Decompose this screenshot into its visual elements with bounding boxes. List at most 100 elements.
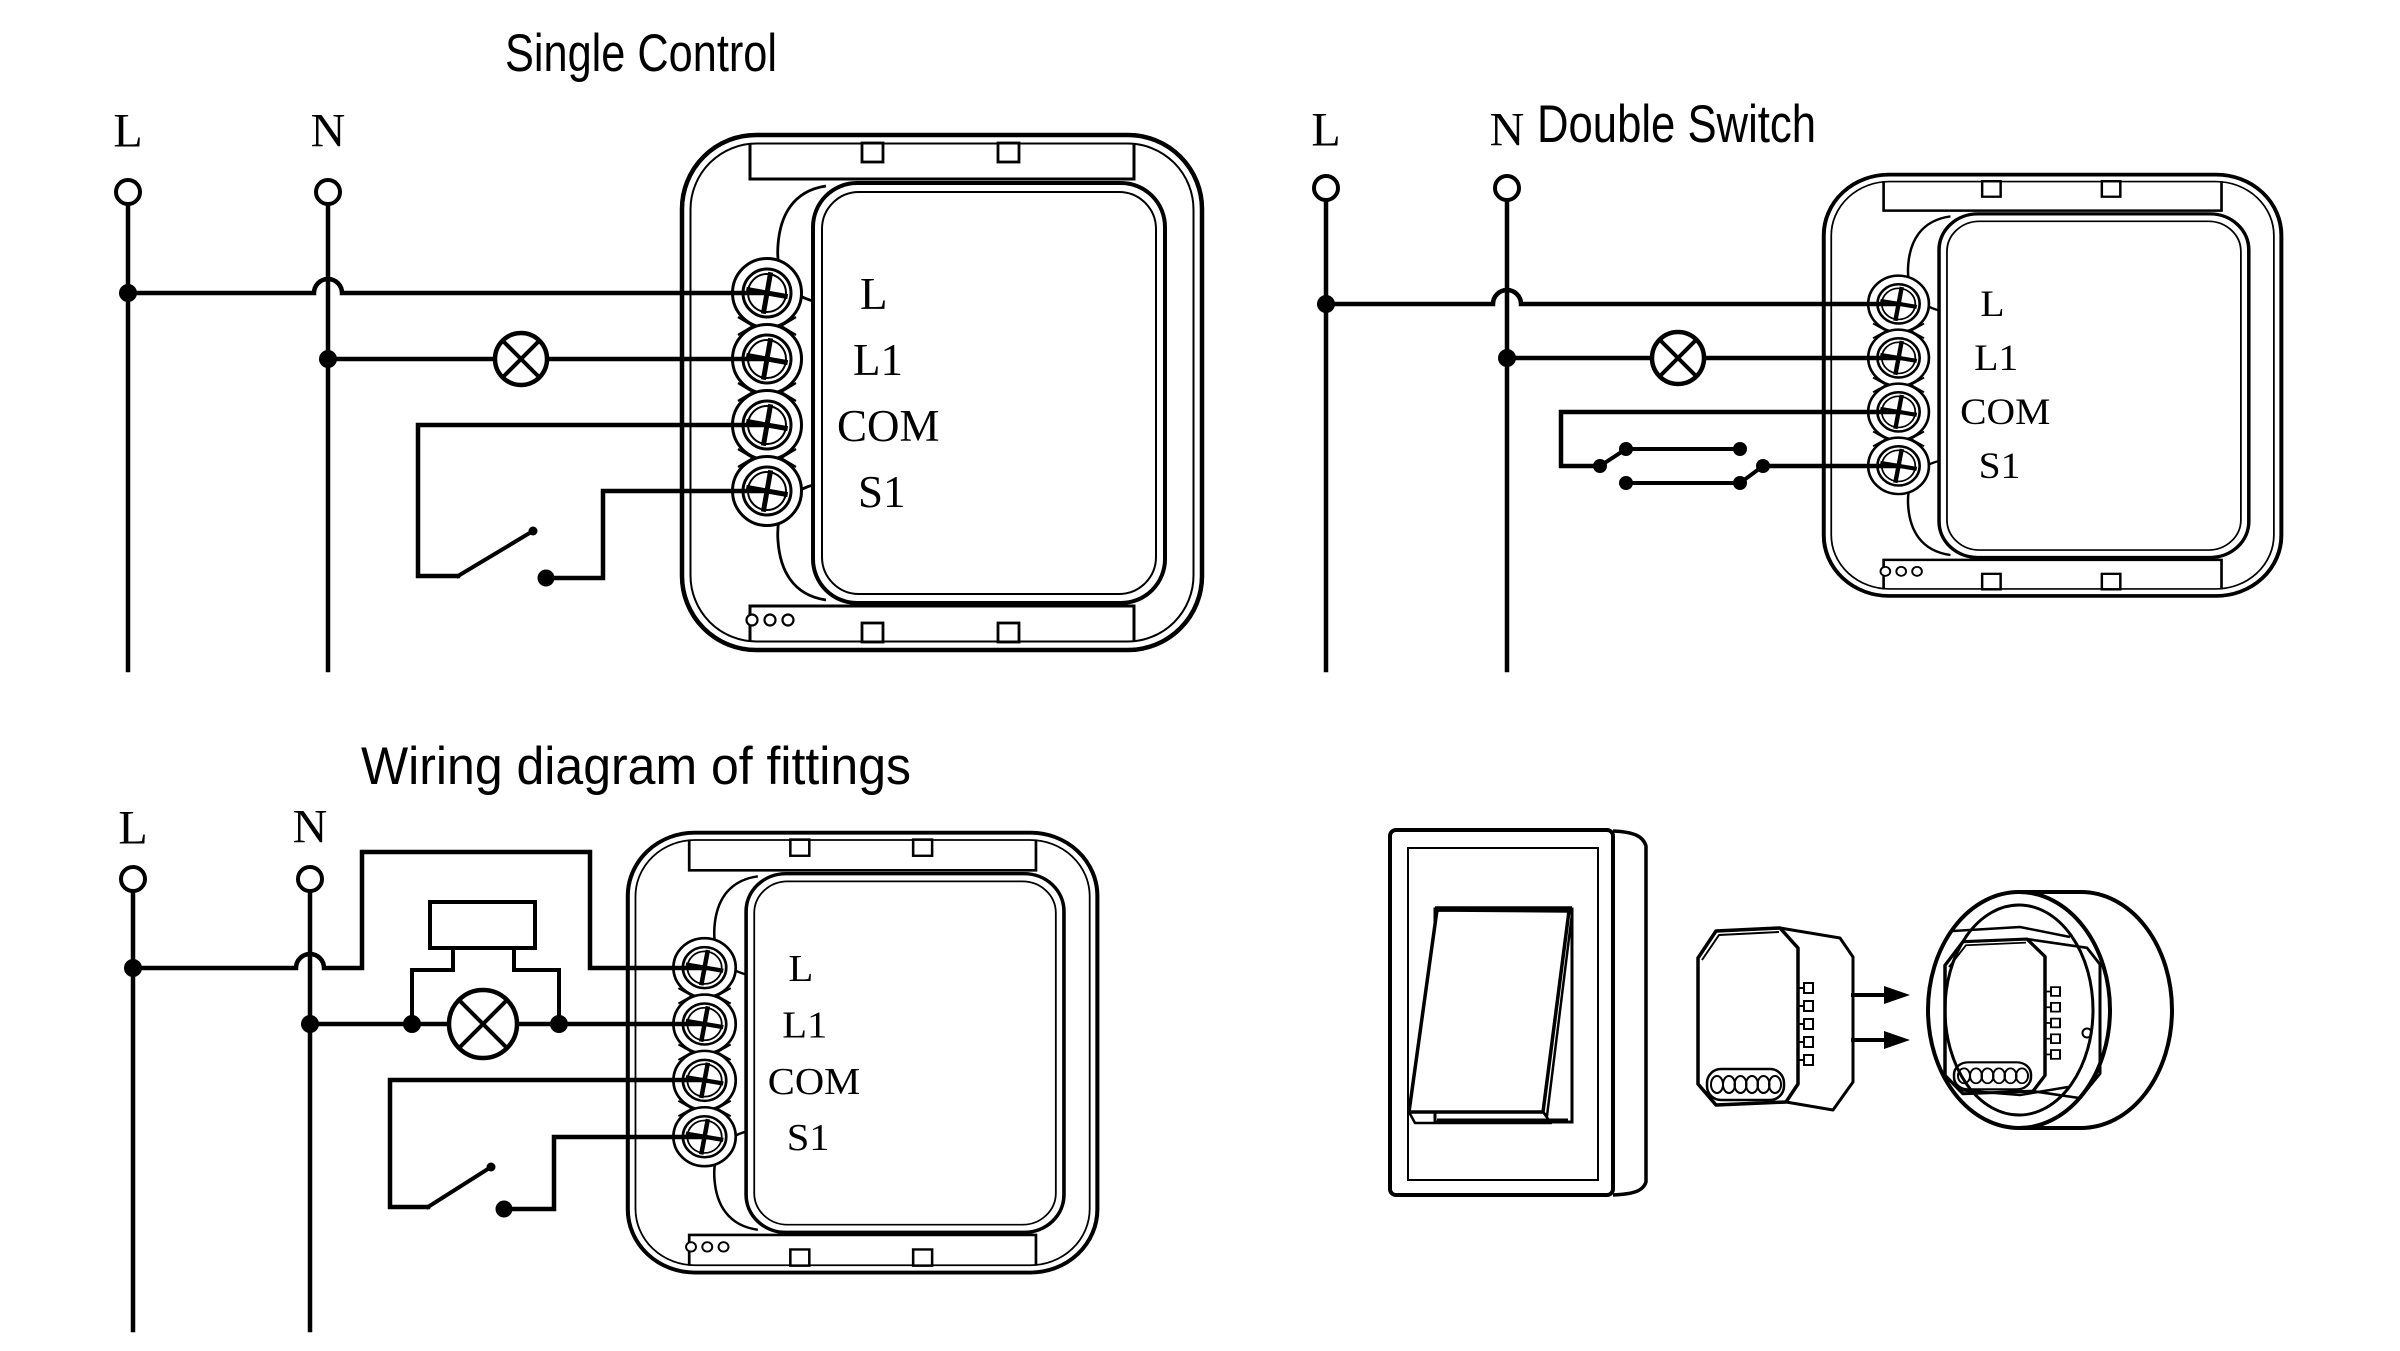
clip-tab — [1803, 982, 1814, 994]
module-outline — [1908, 322, 1925, 340]
module-outline — [737, 448, 756, 468]
label-text: L — [860, 269, 888, 319]
module-outline — [687, 1233, 1038, 1266]
wire — [387, 1077, 708, 1210]
label-text: L1 — [853, 335, 903, 385]
fitting-lead — [512, 946, 561, 1026]
module-outline — [677, 1100, 694, 1118]
module-outline — [677, 1043, 694, 1061]
module-outline — [778, 382, 797, 402]
terminal-block — [1952, 1061, 2033, 1091]
diagram-title: Double Switch — [1537, 95, 1816, 154]
lamp-cross — [499, 337, 543, 381]
label-text: L — [113, 105, 142, 158]
module-outline — [715, 987, 732, 1005]
wire — [1323, 287, 1902, 307]
label-text: S1 — [1979, 446, 2021, 486]
module-outline — [715, 1043, 732, 1061]
module-shell — [679, 132, 1205, 653]
mounting-tab — [2100, 180, 2122, 198]
lamp-cross — [456, 997, 510, 1051]
label-text: L — [789, 947, 814, 990]
switch-contact-dot — [495, 1200, 513, 1218]
illustration-line — [2019, 890, 2174, 1130]
led-indicator — [685, 1241, 697, 1253]
illustration-line — [1701, 931, 1780, 961]
mounting-tab — [860, 141, 885, 164]
switch-plate-bevel — [1407, 847, 1599, 1181]
clip-tab — [1803, 1054, 1814, 1066]
wall-switch-icon — [1388, 828, 1648, 1197]
lamp-circle-x-icon — [446, 987, 520, 1061]
junction-dot — [403, 1015, 421, 1033]
terminal-hole — [1768, 1075, 1782, 1094]
rocker-button — [1406, 908, 1571, 1114]
supply-terminal-circle — [314, 178, 342, 206]
label-text: COM — [837, 401, 940, 451]
label-text: N — [1490, 104, 1525, 157]
label-text: L1 — [1974, 338, 2018, 378]
illustration-line — [1696, 926, 1800, 1107]
module-outline — [1908, 376, 1925, 393]
junction-dot — [1498, 349, 1516, 367]
clip-tab — [2050, 1049, 2061, 1060]
clip-tab — [2050, 1002, 2061, 1013]
wire — [1558, 409, 1902, 469]
round-mounting-box-icon — [1926, 890, 2174, 1130]
module-in-box — [1943, 937, 2102, 1100]
mounting-tab — [789, 1248, 811, 1267]
mounting-tab — [996, 621, 1021, 644]
terminal-hole — [1733, 1075, 1748, 1094]
label-text: L — [118, 802, 147, 855]
led-indicator — [701, 1241, 714, 1253]
terminal-hole — [1756, 1075, 1771, 1094]
label-text: L — [1980, 284, 2004, 324]
junction-dot — [301, 1015, 319, 1033]
label-text: L — [1311, 104, 1340, 157]
module-outline — [715, 1100, 732, 1118]
module-outline — [677, 987, 694, 1005]
switch-contact-dot — [1756, 459, 1770, 473]
wire — [543, 488, 770, 581]
illustration-line — [1779, 926, 1855, 1112]
module-outline — [1872, 322, 1889, 340]
module-outline — [1882, 558, 2223, 590]
supply-terminal-circle — [114, 178, 142, 206]
arrow-head — [1884, 1031, 1910, 1049]
module-outline — [737, 316, 756, 336]
switch-blade-icon — [455, 528, 536, 579]
module-shell-inner — [689, 142, 1195, 643]
installation-illustration — [1388, 828, 2174, 1197]
module-outline — [1908, 430, 1925, 447]
module-outline — [778, 448, 797, 468]
module-shell-inner — [1830, 180, 2275, 590]
wire — [415, 422, 770, 579]
mounting-tab — [911, 1248, 934, 1267]
switch-contact-dot — [486, 1162, 496, 1172]
module-outline — [778, 316, 797, 336]
mounting-tab — [1980, 572, 2002, 591]
terminal-block — [1705, 1067, 1786, 1102]
terminal-hole — [1710, 1075, 1724, 1094]
module-body — [744, 871, 1066, 1235]
module-outline — [1872, 376, 1889, 393]
mounting-tab — [996, 141, 1021, 164]
supply-terminal-circle — [119, 865, 147, 893]
switch-contact-dot — [528, 526, 538, 536]
clip-tab — [2050, 986, 2061, 997]
module-body-inner — [753, 880, 1057, 1226]
wire — [130, 849, 708, 971]
illustration-line — [2026, 937, 2102, 1100]
clip-tab — [1803, 1000, 1814, 1012]
illustration-line — [1943, 937, 2047, 1096]
terminal-hole — [1722, 1075, 1736, 1094]
switch-contact-dot — [1593, 459, 1607, 473]
supply-terminal-circle — [1493, 174, 1521, 202]
module-outline — [748, 143, 1136, 181]
terminal-hole — [1745, 1075, 1759, 1094]
switch-contact-dot — [1733, 442, 1747, 456]
